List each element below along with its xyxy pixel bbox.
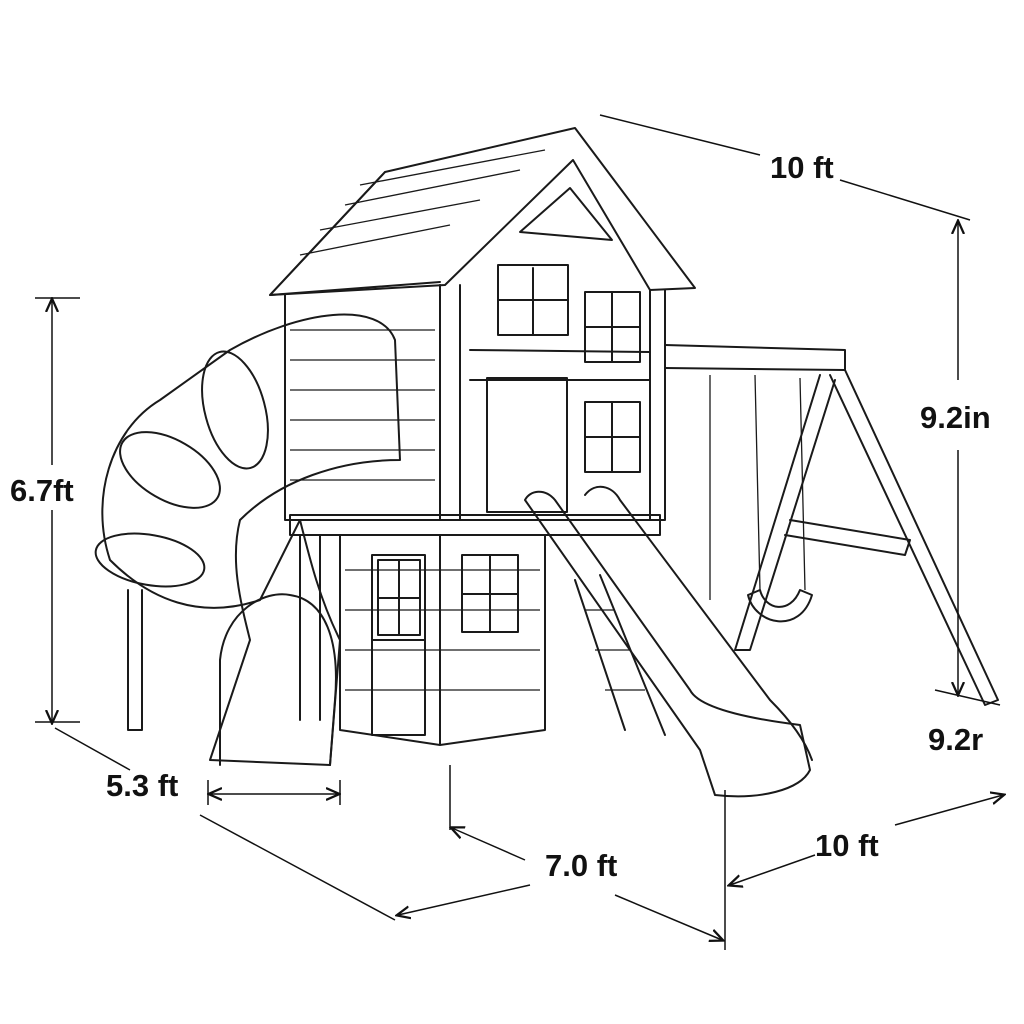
dimension-swing-base: 9.2r xyxy=(928,722,984,757)
dimension-left-height: 6.7ft xyxy=(10,473,74,508)
tube-slide xyxy=(94,313,401,766)
wave-slide xyxy=(524,485,813,798)
roof xyxy=(269,127,696,296)
dimension-front-depth: 7.0 ft xyxy=(545,848,618,883)
dimension-top-width: 10 ft xyxy=(770,150,834,185)
clubhouse xyxy=(284,264,666,746)
dimension-right-height: 9.2in xyxy=(920,400,991,435)
dimension-right-depth: 10 ft xyxy=(815,828,879,863)
dimension-slide-exit-width: 5.3 ft xyxy=(106,768,179,803)
dimension-lines xyxy=(35,114,1003,950)
swing-set xyxy=(664,344,999,706)
